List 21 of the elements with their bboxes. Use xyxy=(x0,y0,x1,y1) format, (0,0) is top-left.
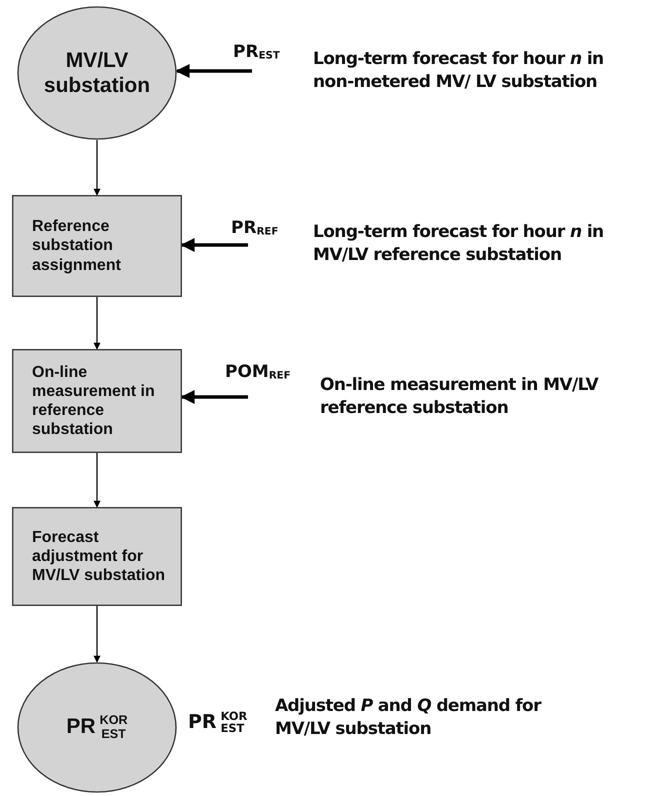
node-label: MV/LV substation xyxy=(42,48,152,98)
process-box xyxy=(12,507,182,606)
process-box xyxy=(12,195,182,297)
arrow xyxy=(94,606,100,663)
description-text: Adjusted P and Q demand for MV/LV substation xyxy=(275,695,542,741)
ellipse-node xyxy=(17,6,177,140)
node-label: Reference substation assignment xyxy=(31,217,122,275)
node-label: Forecast adjustment for MV/LV substation xyxy=(31,528,166,586)
edge-label: PR$_{EST}$ xyxy=(232,42,281,62)
ellipse-node xyxy=(17,662,177,793)
node-label: On-line measurement in reference substation xyxy=(31,362,156,440)
description-text: On-line measurement in MV/LV reference substation xyxy=(320,374,600,420)
description-text: Long-term forecast for hour n in MV/LV reference substation xyxy=(313,221,605,267)
arrow xyxy=(180,390,248,404)
arrow xyxy=(94,140,100,196)
process-box xyxy=(12,349,182,453)
arrow xyxy=(94,297,100,350)
arrow xyxy=(176,64,252,78)
arrow xyxy=(180,238,248,252)
arrow xyxy=(94,453,100,508)
description-text: Long-term forecast for hour n in non-metered MV/ LV substation xyxy=(313,48,605,94)
